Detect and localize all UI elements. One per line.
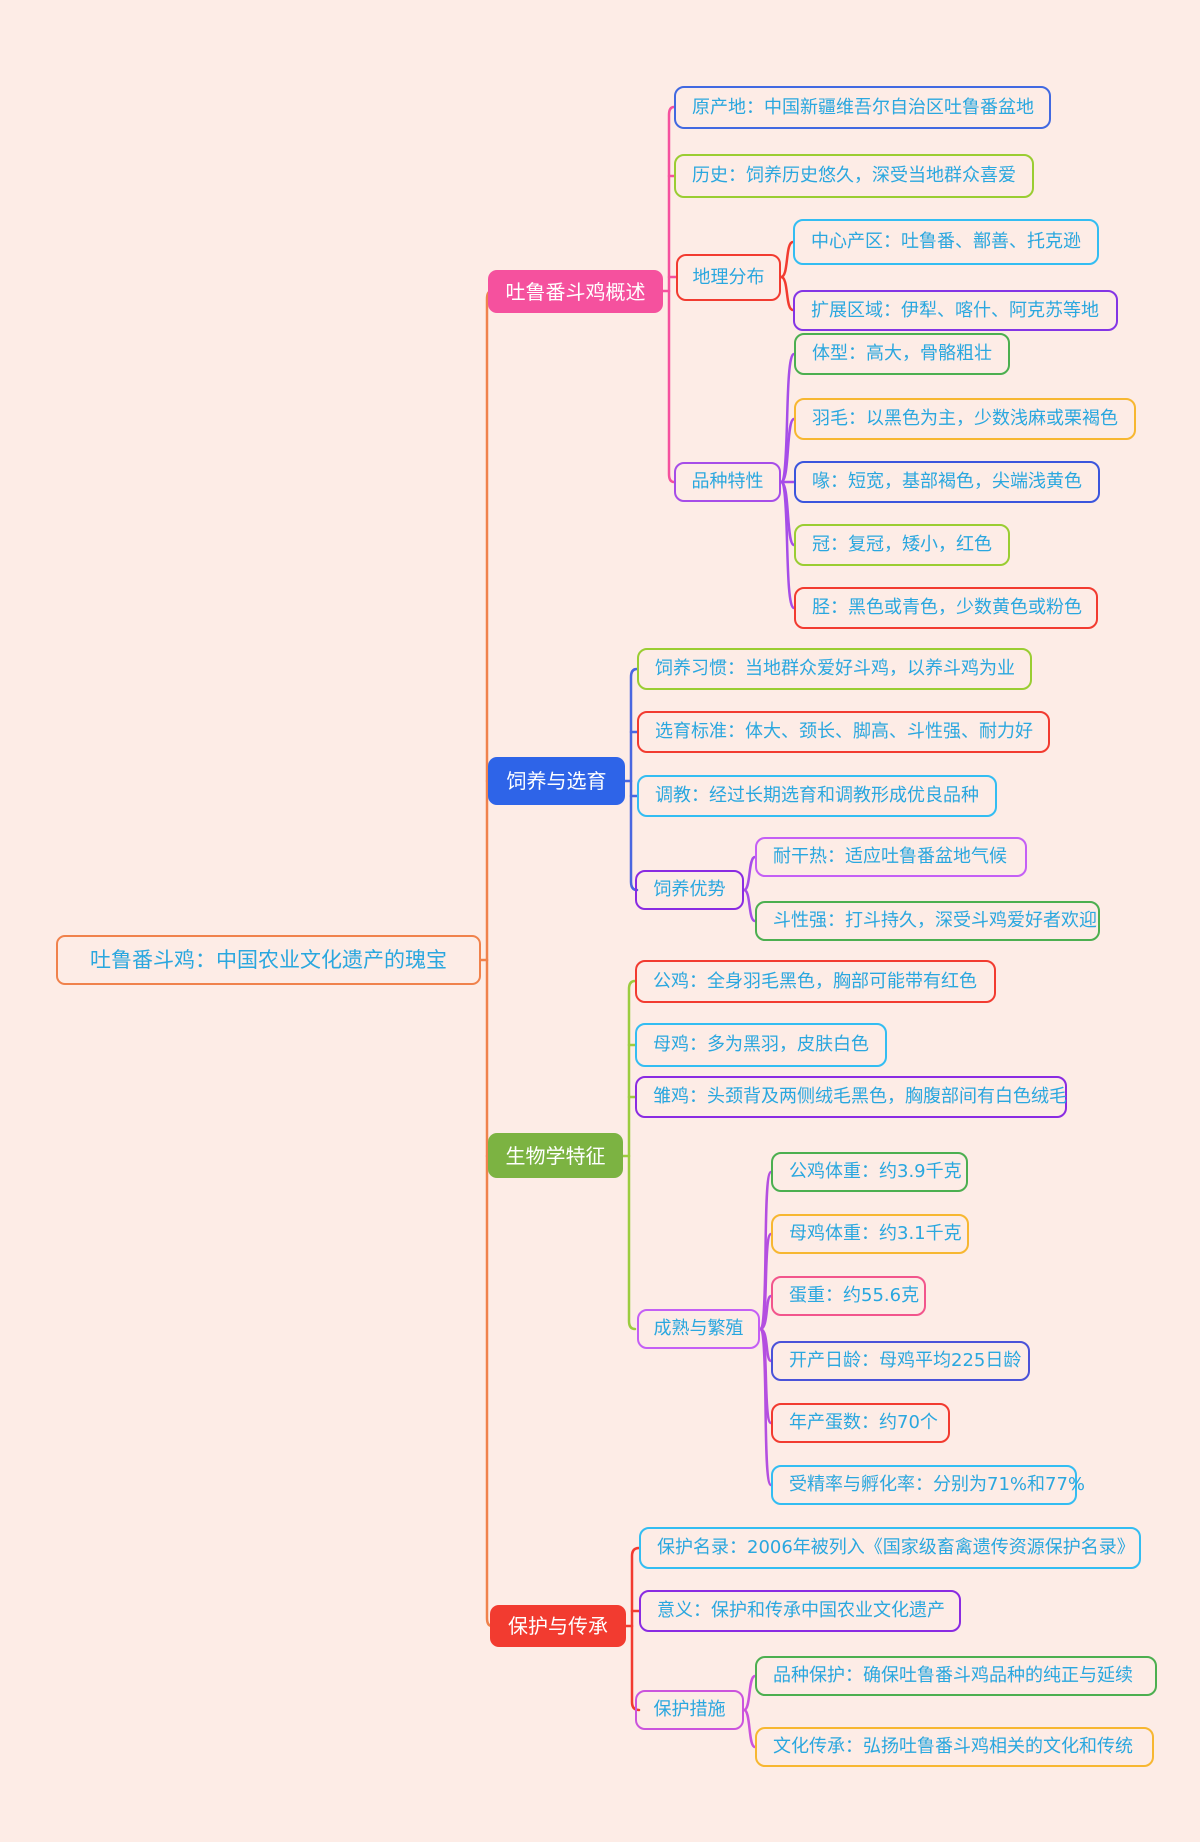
node-significance[interactable]: 意义：保护和传承中国农业文化遗产	[639, 1590, 961, 1632]
node-raising-habit[interactable]: 饲养习惯：当地群众爱好斗鸡，以养斗鸡为业	[637, 648, 1032, 690]
node-training[interactable]: 调教：经过长期选育和调教形成优良品种	[637, 775, 997, 817]
connector-biology-bracket	[621, 979, 637, 1331]
node-trait-shank[interactable]: 胫：黑色或青色，少数黄色或粉色	[794, 587, 1098, 629]
node-trait-comb[interactable]: 冠：复冠，矮小，红色	[794, 524, 1010, 566]
connector-measures-brace	[742, 1674, 757, 1749]
node-protection-list[interactable]: 保护名录：2006年被列入《国家级畜禽遗传资源保护名录》	[639, 1527, 1141, 1569]
connector-advantage-brace	[742, 855, 757, 923]
node-maturity-reproduction[interactable]: 成熟与繁殖	[637, 1309, 760, 1349]
node-annual-eggs[interactable]: 年产蛋数：约70个	[771, 1403, 950, 1443]
branch-breeding[interactable]: 饲养与选育	[488, 757, 625, 805]
root-node[interactable]: 吐鲁番斗鸡：中国农业文化遗产的瑰宝	[56, 935, 481, 985]
node-protection-measures[interactable]: 保护措施	[635, 1690, 744, 1730]
node-culture-inheritance[interactable]: 文化传承：弘扬吐鲁番斗鸡相关的文化和传统	[755, 1727, 1154, 1767]
branch-biology[interactable]: 生物学特征	[488, 1133, 623, 1178]
node-rooster[interactable]: 公鸡：全身羽毛黑色，胸部可能带有红色	[635, 960, 996, 1003]
node-raising-advantage[interactable]: 饲养优势	[635, 870, 744, 910]
node-breed-protection[interactable]: 品种保护：确保吐鲁番斗鸡品种的纯正与延续	[755, 1656, 1157, 1696]
connector-traits-brace	[779, 352, 796, 610]
node-laying-age[interactable]: 开产日龄：母鸡平均225日龄	[771, 1341, 1030, 1381]
node-origin[interactable]: 原产地：中国新疆维吾尔自治区吐鲁番盆地	[674, 86, 1051, 129]
connector-protection-bracket	[624, 1546, 641, 1712]
node-breed-traits[interactable]: 品种特性	[674, 462, 781, 502]
node-rooster-weight[interactable]: 公鸡体重：约3.9千克	[771, 1152, 968, 1192]
node-trait-beak[interactable]: 喙：短宽，基部褐色，尖端浅黄色	[794, 461, 1100, 503]
branch-overview[interactable]: 吐鲁番斗鸡概述	[488, 270, 663, 313]
node-geo-center[interactable]: 中心产区：吐鲁番、鄯善、托克逊	[793, 219, 1099, 265]
node-chick[interactable]: 雏鸡：头颈背及两侧绒毛黑色，胸腹部间有白色绒毛	[635, 1076, 1067, 1118]
node-heat-tolerance[interactable]: 耐干热：适应吐鲁番盆地气候	[755, 837, 1027, 877]
node-history[interactable]: 历史：饲养历史悠久，深受当地群众喜爱	[674, 154, 1034, 198]
node-fertility-hatchability[interactable]: 受精率与孵化率：分别为71%和77%	[771, 1465, 1085, 1505]
node-selection-standard[interactable]: 选育标准：体大、颈长、脚高、斗性强、耐力好	[637, 711, 1050, 753]
node-geo-extend[interactable]: 扩展区域：伊犁、喀什、阿克苏等地	[793, 290, 1118, 331]
node-trait-feather[interactable]: 羽毛：以黑色为主，少数浅麻或栗褐色	[794, 398, 1136, 440]
node-egg-weight[interactable]: 蛋重：约55.6克	[771, 1276, 926, 1316]
connector-geo-brace	[779, 240, 795, 312]
node-fighting-spirit[interactable]: 斗性强：打斗持久，深受斗鸡爱好者欢迎	[755, 901, 1100, 941]
node-trait-body[interactable]: 体型：高大，骨骼粗壮	[794, 333, 1010, 375]
node-hen-weight[interactable]: 母鸡体重：约3.1千克	[771, 1214, 969, 1254]
branch-protection[interactable]: 保护与传承	[490, 1605, 626, 1647]
connector-root-spine	[479, 289, 494, 1628]
node-geo-distribution[interactable]: 地理分布	[676, 254, 781, 301]
node-hen[interactable]: 母鸡：多为黑羽，皮肤白色	[635, 1023, 887, 1067]
connector-breeding-bracket	[623, 667, 639, 892]
connector-maturity-brace	[758, 1170, 773, 1487]
